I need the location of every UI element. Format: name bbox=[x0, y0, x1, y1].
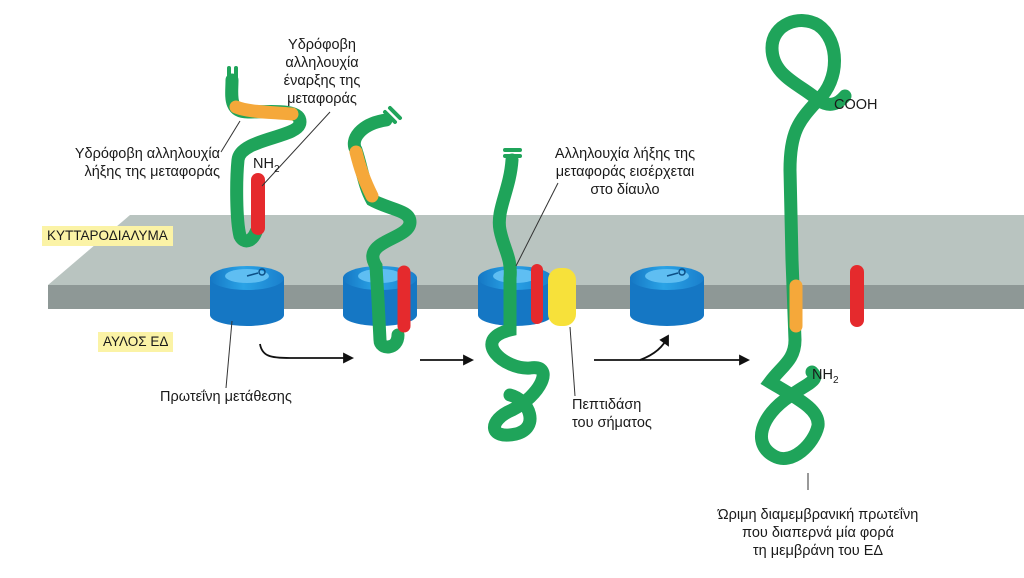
nh2-top-label: NH2 bbox=[253, 156, 280, 175]
mature-protein-label: Ώριμη διαμεμβρανική πρωτεΐνη που διαπερν… bbox=[717, 507, 919, 559]
protein-chain-3 bbox=[485, 148, 550, 442]
stop-segment-mature bbox=[850, 265, 864, 327]
leader-lines bbox=[220, 111, 809, 490]
stop-transfer-label: Υδρόφοβη αλληλουχία λήξης της μεταφοράς bbox=[74, 146, 220, 180]
translocon-icon bbox=[630, 266, 704, 326]
cooh-label: COOH bbox=[834, 97, 878, 113]
translocon-label: Πρωτεΐνη μετάθεσης bbox=[160, 389, 292, 405]
translocon-icon bbox=[210, 266, 284, 326]
arrow-right-icon bbox=[259, 343, 355, 364]
protein-chain-1 bbox=[225, 66, 307, 248]
nh2-bottom-label: NH2 bbox=[812, 367, 839, 386]
protein-chain-mature bbox=[755, 14, 852, 465]
start-transfer-label: Υδρόφοβη αλληλουχία έναρξης της μεταφορά… bbox=[283, 37, 361, 107]
signal-peptidase bbox=[548, 268, 576, 326]
protein-chain-2 bbox=[348, 106, 417, 354]
er-lumen-tag: ΑΥΛΟΣ ΕΔ bbox=[98, 332, 174, 352]
arrow-curved-icon bbox=[594, 334, 751, 366]
signal-peptidase-label: Πεπτιδάση του σήματος bbox=[572, 397, 652, 431]
cytosol-tag: ΚΥΤΤΑΡΟΔΙΑΛΥΜΑ bbox=[42, 226, 173, 246]
arrow-right-icon bbox=[420, 354, 475, 366]
stop-enters-channel-label: Αλληλουχία λήξης της μεταφοράς εισέρχετα… bbox=[554, 146, 696, 198]
